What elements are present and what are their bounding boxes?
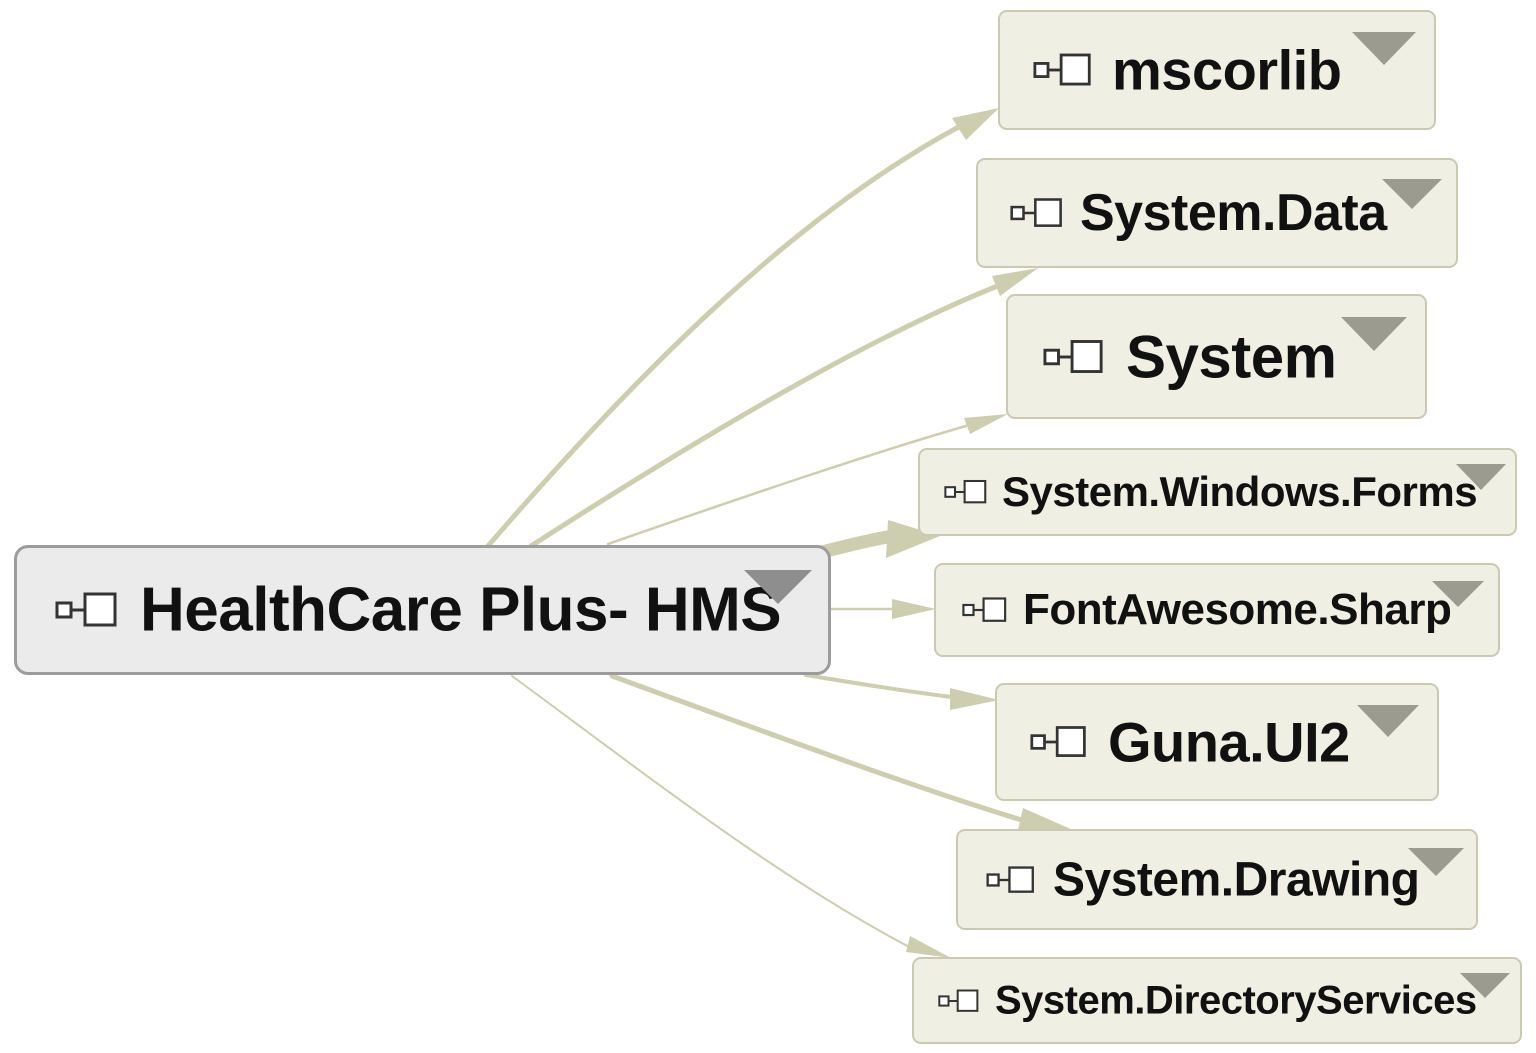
node-healthcare-plus-hms[interactable]: HealthCare Plus- HMS	[14, 545, 831, 675]
dropdown-arrow-icon[interactable]	[1408, 848, 1464, 876]
node-system-windows-forms[interactable]: System.Windows.Forms	[918, 448, 1517, 536]
assembly-icon	[938, 989, 979, 1012]
dropdown-arrow-icon[interactable]	[1341, 317, 1407, 351]
node-label: FontAwesome.Sharp	[1023, 585, 1452, 634]
assembly-icon	[1030, 726, 1086, 757]
node-label: HealthCare Plus- HMS	[140, 575, 782, 645]
assembly-icon	[962, 597, 1007, 622]
edge-to-system-directoryservices	[511, 675, 916, 951]
node-mscorlib[interactable]: mscorlib	[998, 10, 1436, 130]
arrowhead-system-windows-forms	[886, 520, 940, 558]
node-guna-ui2[interactable]: Guna.UI2	[995, 683, 1439, 801]
assembly-icon	[1043, 339, 1103, 373]
node-label: System	[1126, 323, 1337, 390]
edge-to-system	[606, 420, 982, 546]
edge-to-guna-ui2	[804, 673, 962, 700]
dropdown-arrow-icon[interactable]	[1352, 32, 1416, 65]
dropdown-arrow-icon[interactable]	[1432, 581, 1484, 607]
assembly-icon	[1010, 198, 1062, 227]
node-label: mscorlib	[1112, 38, 1342, 102]
arrowhead-system	[964, 414, 1008, 434]
assembly-icon	[55, 592, 117, 627]
node-label: System.DirectoryServices	[995, 978, 1477, 1022]
dropdown-arrow-icon[interactable]	[1382, 179, 1442, 209]
edge-to-system-drawing	[609, 673, 1038, 827]
dropdown-arrow-icon[interactable]	[1460, 973, 1510, 998]
dropdown-arrow-icon[interactable]	[1456, 464, 1506, 490]
arrowhead-mscorlib	[952, 108, 999, 140]
node-label: System.Data	[1080, 184, 1387, 242]
arrowhead-system-data	[992, 268, 1038, 296]
edge-to-system-data	[528, 280, 1008, 549]
assembly-icon	[944, 479, 987, 504]
node-system-directoryservices[interactable]: System.DirectoryServices	[912, 957, 1522, 1044]
node-system-data[interactable]: System.Data	[976, 158, 1458, 268]
arrowhead-system-drawing	[1018, 808, 1073, 830]
node-label: Guna.UI2	[1108, 710, 1350, 774]
node-system-drawing[interactable]: System.Drawing	[956, 829, 1478, 930]
assembly-icon	[986, 865, 1034, 893]
assembly-icon	[1033, 53, 1091, 86]
edge-to-mscorlib	[485, 119, 971, 549]
dropdown-arrow-icon[interactable]	[1357, 705, 1419, 737]
node-fontawesome-sharp[interactable]: FontAwesome.Sharp	[934, 563, 1500, 657]
node-label: System.Windows.Forms	[1002, 468, 1478, 515]
node-system[interactable]: System	[1006, 294, 1427, 419]
dropdown-arrow-icon[interactable]	[744, 570, 812, 604]
arrowhead-fontawesome-sharp	[892, 599, 936, 619]
arrowhead-guna-ui2	[950, 688, 999, 710]
node-label: System.Drawing	[1053, 853, 1420, 906]
edge-to-system-windows-forms	[815, 529, 900, 559]
arrowhead-system-directoryservices	[906, 936, 951, 958]
